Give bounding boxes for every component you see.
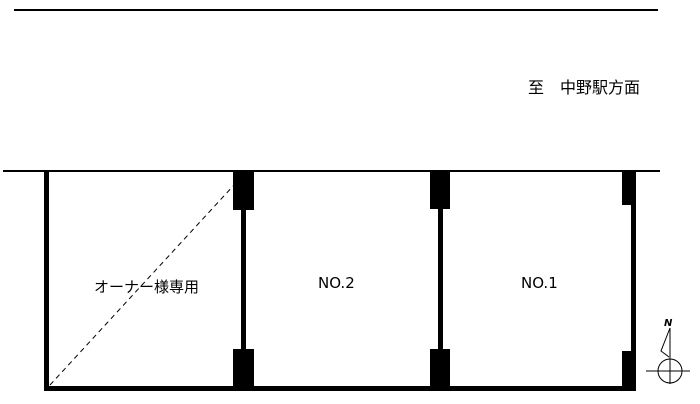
post-1-bottom — [233, 349, 254, 390]
compass-label: N — [664, 318, 673, 329]
bottom-wall — [44, 386, 636, 391]
post-3-bottom — [622, 351, 636, 391]
post-2-top — [430, 171, 450, 209]
right-wall — [631, 171, 636, 391]
compass-north-icon — [646, 327, 690, 384]
direction-label: 至 中野駅方面 — [528, 78, 641, 97]
post-2-bottom — [430, 349, 450, 390]
space-owner-label: オーナー様専用 — [94, 278, 200, 296]
post-1-top — [233, 171, 254, 210]
space-no2-label: NO.2 — [318, 274, 355, 292]
owner-space-diagonal — [49, 184, 235, 386]
space-no1-label: NO.1 — [521, 274, 558, 292]
left-wall — [44, 171, 49, 391]
divider-line-1 — [241, 171, 246, 389]
post-3-top — [622, 171, 636, 205]
divider-line-2 — [438, 171, 443, 389]
